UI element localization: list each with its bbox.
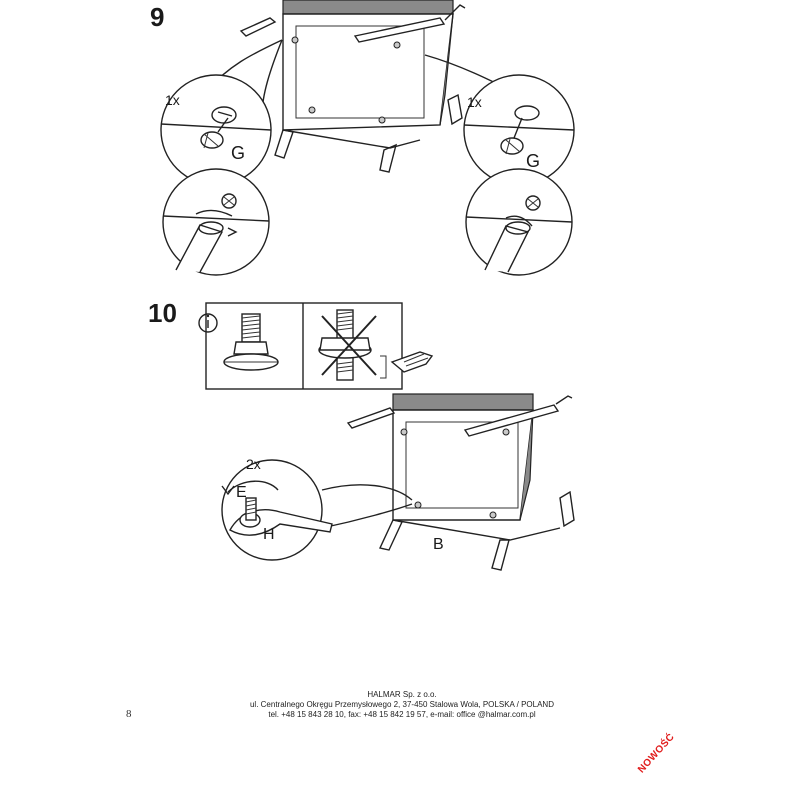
step9-seat-frame bbox=[282, 13, 454, 131]
step9-left-detail-top bbox=[160, 74, 272, 186]
step10-part-b-label: B bbox=[433, 536, 444, 553]
step-9-number: 9 bbox=[150, 2, 165, 32]
step9-left-quantity: 1x bbox=[165, 92, 180, 108]
step9-seat-inner bbox=[295, 25, 425, 119]
incorrect-bolt-drawing bbox=[318, 309, 387, 381]
footer-contact: tel. +48 15 843 28 10, fax: +48 15 842 1… bbox=[268, 710, 536, 719]
info-icon bbox=[198, 313, 218, 333]
step9-chair-illustration bbox=[239, 0, 466, 173]
step9-leg-front-left bbox=[239, 17, 277, 37]
step9-right-detail-bottom bbox=[465, 168, 573, 276]
step10-part-e-label: E bbox=[236, 484, 247, 501]
step9-left-detail-bottom bbox=[162, 168, 270, 276]
hand-pointing-icon bbox=[390, 351, 434, 373]
step9-right-detail-top bbox=[463, 74, 575, 186]
correct-bolt-drawing bbox=[223, 313, 279, 371]
step10-callout-line bbox=[321, 484, 413, 501]
step9-leg-front-right bbox=[353, 17, 446, 43]
step9-seat-side bbox=[439, 13, 454, 126]
step10-quantity: 2x bbox=[246, 456, 261, 472]
page-number: 8 bbox=[126, 708, 132, 720]
step10-part-h-label: H bbox=[263, 526, 275, 543]
step10-chair-illustration bbox=[346, 393, 575, 571]
step9-left-part-label: G bbox=[231, 143, 246, 163]
step10-detail-circle bbox=[221, 459, 333, 561]
step9-seat-top bbox=[282, 0, 454, 15]
footer-address: ul. Centralnego Okręgu Przemysłowego 2, … bbox=[249, 700, 554, 709]
footer-company: HALMAR Sp. z o.o. bbox=[367, 690, 437, 699]
step-10-number: 10 bbox=[148, 298, 177, 328]
step9-right-part-label: G bbox=[526, 151, 541, 171]
step9-right-quantity: 1x bbox=[467, 94, 482, 110]
step10-info-box bbox=[198, 302, 434, 390]
